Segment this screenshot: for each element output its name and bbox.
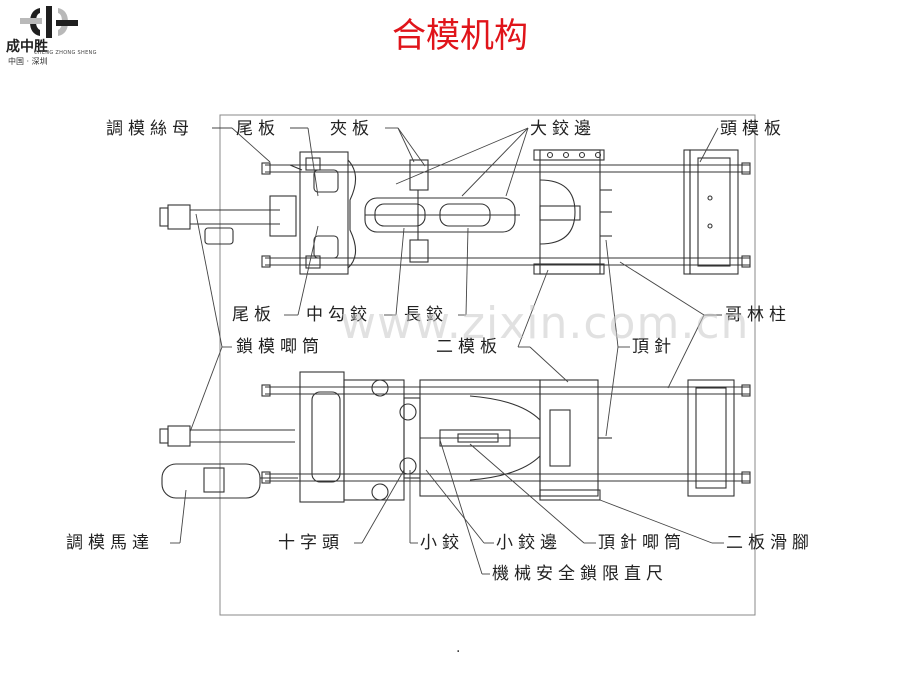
label-front-platen: 頭模板 bbox=[720, 119, 786, 139]
label-ejector-cylinder: 頂針唧筒 bbox=[598, 533, 686, 553]
label-big-hinge-side: 大鉸邊 bbox=[530, 119, 596, 139]
diagram-frame bbox=[219, 114, 756, 616]
label-moving-platen: 二模板 bbox=[436, 337, 502, 357]
label-rear-plate-mid: 尾板 bbox=[232, 305, 276, 325]
logo-location: 中国 · 深圳 bbox=[8, 57, 48, 66]
label-long-hinge: 長鉸 bbox=[404, 305, 448, 325]
footer-dot: . bbox=[456, 640, 461, 656]
label-adjusting-nut: 調模絲母 bbox=[106, 119, 194, 139]
label-crosshead: 十字頭 bbox=[278, 533, 344, 553]
label-middle-hook-hinge: 中勾鉸 bbox=[306, 305, 372, 325]
label-rear-plate-top: 尾板 bbox=[236, 119, 280, 139]
top-view-machine bbox=[159, 149, 751, 275]
label-adjusting-motor: 調模馬達 bbox=[66, 533, 154, 553]
logo-emblem-icon bbox=[20, 6, 78, 38]
label-platen-slide-foot: 二板滑腳 bbox=[726, 533, 814, 553]
label-small-hinge: 小鉸 bbox=[420, 533, 464, 553]
leader-lines bbox=[170, 127, 724, 575]
label-ejector-pin: 頂針 bbox=[632, 337, 676, 357]
watermark-text: www.zixin.com.cn bbox=[340, 298, 750, 349]
company-logo bbox=[6, 4, 92, 68]
page-title: 合模机构 bbox=[392, 16, 528, 56]
label-tie-bar: 哥林柱 bbox=[725, 305, 791, 325]
label-clamp-cylinder: 鎖模唧筒 bbox=[236, 337, 324, 357]
logo-name: 成中胜 bbox=[6, 39, 48, 55]
label-mechanical-safety-ruler: 機械安全鎖限直尺 bbox=[492, 564, 668, 584]
label-small-hinge-side: 小鉸邊 bbox=[496, 533, 562, 553]
label-clamp-plate: 夾板 bbox=[330, 119, 374, 139]
logo-pinyin: CHENG ZHONG SHENG bbox=[34, 50, 97, 56]
side-view-machine bbox=[159, 371, 751, 503]
